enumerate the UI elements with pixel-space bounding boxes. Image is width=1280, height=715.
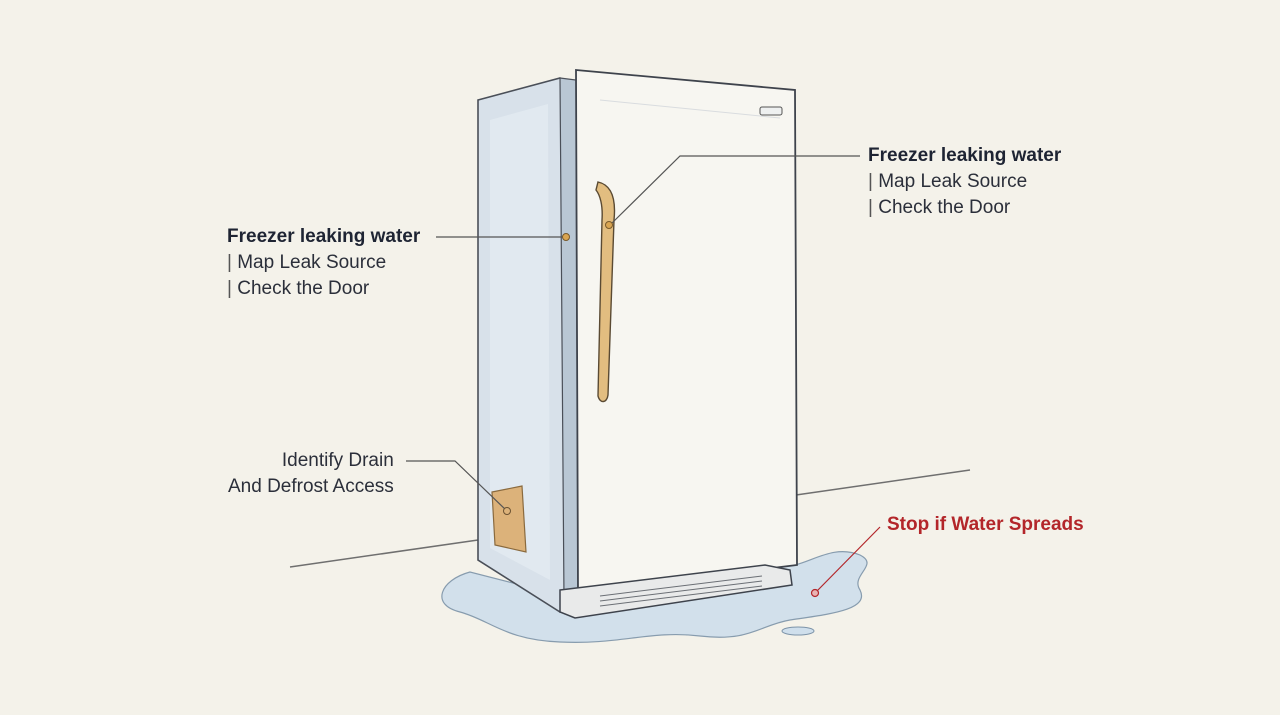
marker-drain bbox=[503, 507, 511, 515]
marker-right bbox=[605, 221, 613, 229]
door-handle bbox=[595, 181, 616, 403]
callout-left: Freezer leaking water Map Leak Source Ch… bbox=[227, 224, 420, 302]
drain-panel bbox=[491, 485, 527, 553]
floor-line-left bbox=[289, 539, 479, 568]
callout-right-item: Check the Door bbox=[868, 195, 1061, 221]
callout-right-item: Map Leak Source bbox=[868, 169, 1061, 195]
door-shade bbox=[599, 99, 781, 119]
leader-right bbox=[609, 155, 860, 226]
brand-badge bbox=[759, 106, 783, 116]
leader-drain bbox=[406, 460, 508, 512]
side-highlight bbox=[490, 104, 550, 580]
water-droplet bbox=[781, 626, 815, 636]
marker-left bbox=[562, 233, 570, 241]
callout-warning: Stop if Water Spreads bbox=[887, 514, 1084, 535]
callout-drain-line: And Defrost Access bbox=[228, 476, 394, 497]
callout-left-item: Map Leak Source bbox=[227, 250, 420, 276]
callout-left-title: Freezer leaking water bbox=[227, 226, 421, 247]
callout-right: Freezer leaking water Map Leak Source Ch… bbox=[868, 143, 1061, 221]
floor-line-right bbox=[795, 469, 971, 496]
callout-right-title: Freezer leaking water bbox=[868, 145, 1062, 166]
freezer-door bbox=[575, 69, 798, 594]
marker-warning bbox=[810, 588, 820, 598]
leader-warning bbox=[816, 526, 881, 592]
callout-left-item: Check the Door bbox=[227, 276, 420, 302]
vent-grille bbox=[599, 575, 763, 607]
callout-drain: Identify Drain And Defrost Access bbox=[228, 448, 394, 500]
callout-drain-line: Identify Drain bbox=[281, 450, 394, 471]
